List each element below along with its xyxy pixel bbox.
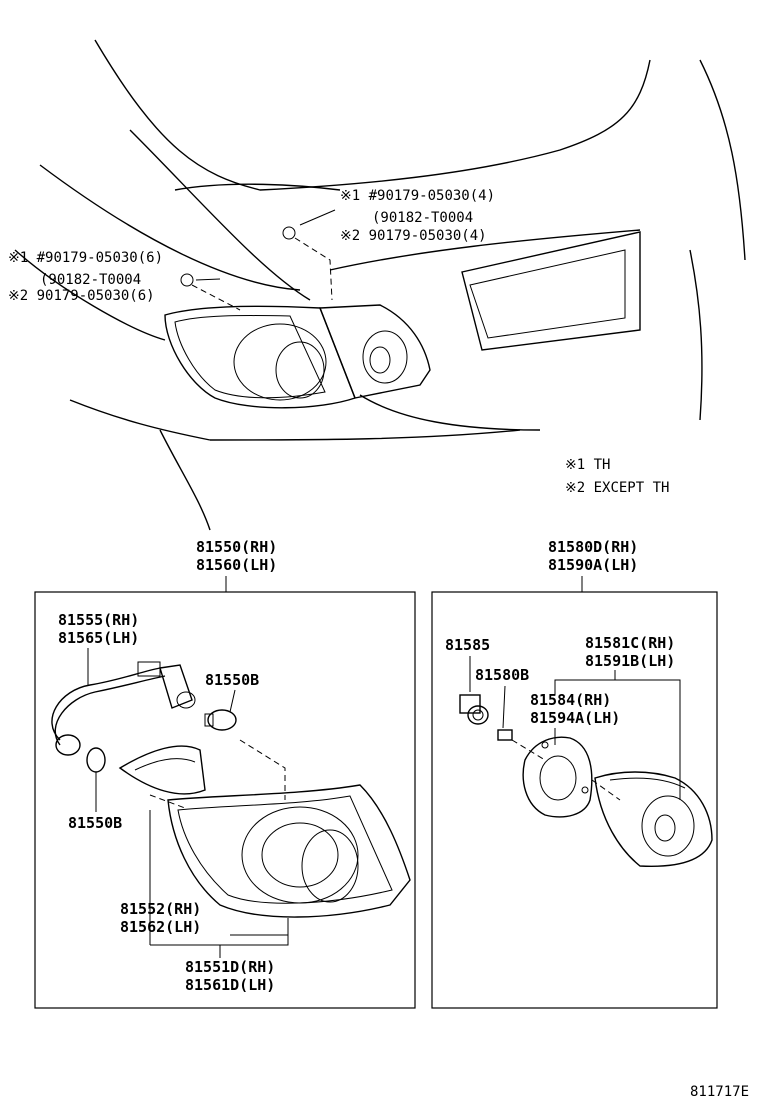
- callout-left: ※1 #90179-05030(6) (90182-T0004 ※2 90179…: [8, 250, 163, 304]
- lens-lh-label-right: 81594A(LH): [530, 709, 620, 727]
- right-group: 81580D(RH) 81590A(LH) 81585 81580B 81581…: [431, 538, 718, 1009]
- callout-right-line1: ※1 #90179-05030(4): [340, 188, 495, 204]
- socket-lh-label: 81565(LH): [58, 629, 139, 647]
- tail-lamp-assembly: [167, 784, 411, 918]
- left-group: 81550(RH) 81560(LH) 81555(RH) 81565(LH) …: [34, 538, 416, 1009]
- bolt-icon: [282, 226, 296, 240]
- callout-left-line3: ※2 90179-05030(6): [8, 288, 155, 304]
- right-group-box: [431, 591, 718, 1009]
- legend-note-2: ※2 EXCEPT TH: [565, 480, 669, 496]
- callout-left-line2: (90182-T0004: [40, 272, 141, 288]
- housing-rh-label: 81551D(RH): [185, 958, 275, 976]
- legend-note-1: ※1 TH: [565, 457, 610, 473]
- gasket-plate: [522, 736, 593, 818]
- socket-icon: [459, 694, 489, 725]
- bulb-lower-label: 81550B: [68, 814, 122, 832]
- bulb-lower-icon: [86, 747, 106, 773]
- lamp-lh-label: 81591B(LH): [585, 652, 675, 670]
- lens-rh-label: 81552(RH): [120, 900, 201, 918]
- gasket: [118, 745, 206, 795]
- left-group-box: [34, 591, 416, 1009]
- right-header-rh: 81580D(RH): [548, 538, 638, 556]
- left-header-rh: 81550(RH): [196, 538, 277, 556]
- lens-rh-label-right: 81584(RH): [530, 691, 611, 709]
- right-header-lh: 81590A(LH): [548, 556, 638, 574]
- left-header-lh: 81560(LH): [196, 556, 277, 574]
- wiring-harness: [51, 661, 196, 756]
- socket-rh-label: 81555(RH): [58, 611, 139, 629]
- housing-lh-label: 81561D(LH): [185, 976, 275, 994]
- callout-right: ※1 #90179-05030(4) (90182-T0004 ※2 90179…: [340, 188, 495, 244]
- bolt-icon: [180, 273, 194, 287]
- tail-lamp-on-car: [164, 304, 431, 409]
- socket-label: 81585: [445, 636, 490, 654]
- lens-lh-label: 81562(LH): [120, 918, 201, 936]
- callout-right-line3: ※2 90179-05030(4): [340, 228, 487, 244]
- callout-left-line1: ※1 #90179-05030(6): [8, 250, 163, 266]
- lamp-rh-label: 81581C(RH): [585, 634, 675, 652]
- car-rear-illustration: [14, 39, 746, 531]
- bulb-label: 81580B: [475, 666, 529, 684]
- legend: ※1 TH ※2 EXCEPT TH: [565, 457, 669, 496]
- bulb-upper-label: 81550B: [205, 671, 259, 689]
- wedge-bulb-icon: [497, 729, 513, 741]
- callout-right-line2: (90182-T0004: [372, 210, 473, 226]
- bulb-upper-icon: [204, 709, 237, 731]
- inner-lamp: [594, 771, 713, 867]
- figure-code: 811717E: [690, 1084, 749, 1100]
